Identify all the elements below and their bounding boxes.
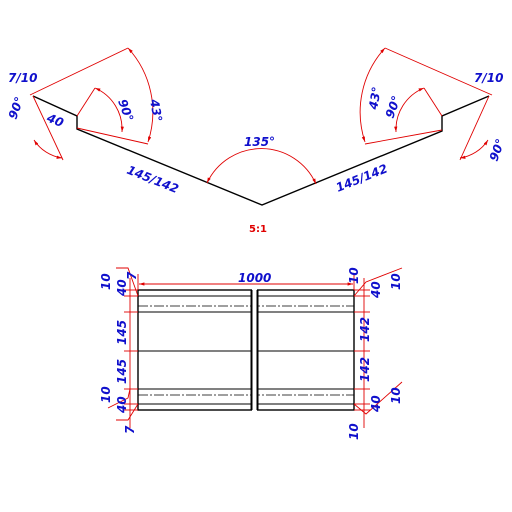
- right-fold-label: 90°: [487, 137, 508, 163]
- right-web-label: 145/142: [334, 161, 390, 194]
- right-hem-label: 7/10: [474, 71, 503, 85]
- plan-view: 1000 10 40 7 145 145 10 40 7 10 40 10: [99, 267, 403, 440]
- break-gap: [252, 289, 257, 411]
- right-bottom-hem: 10: [389, 387, 403, 404]
- right-fold-ext: [459, 95, 490, 161]
- right-bottom-leg: 40: [369, 395, 383, 413]
- right-inner-label: 90°: [383, 94, 404, 120]
- profile-outline: [32, 95, 490, 206]
- valley-angle-label: 135°: [244, 135, 275, 149]
- profile-view: 135° 43° 90° 90° 7/10 40 145/142 43° 90°…: [6, 47, 508, 235]
- right-tilt-label: 43°: [366, 86, 384, 112]
- left-bottom-offset: 7: [123, 425, 137, 434]
- left-inner-label: 90°: [115, 97, 136, 123]
- left-tilt-ext-1: [29, 47, 129, 96]
- right-fold-arc: [459, 139, 489, 159]
- left-fold-arc: [33, 139, 63, 159]
- scale-label: 5:1: [249, 224, 267, 235]
- left-top-hem: 10: [99, 273, 113, 290]
- left-bottom-leg: 40: [115, 396, 129, 414]
- left-web-upper: 145: [115, 320, 129, 345]
- left-fold-label: 90°: [6, 95, 27, 121]
- right-top-offset: 10: [347, 267, 361, 284]
- plan-outline: [137, 289, 355, 411]
- right-tilt-ext-2: [364, 129, 443, 145]
- left-inner-ext: [76, 87, 96, 117]
- right-web-lower: 142: [358, 357, 372, 382]
- left-tilt-arc: [127, 47, 154, 143]
- right-top-hem: 10: [389, 273, 403, 290]
- left-bottom-hem: 10: [99, 386, 113, 403]
- left-tilt-label: 43°: [147, 97, 165, 123]
- left-inner-arc: [94, 87, 124, 133]
- left-hem-label: 7/10: [8, 71, 37, 85]
- left-top-offset: 7: [125, 271, 139, 280]
- right-bottom-offset: 10: [347, 423, 361, 440]
- right-top-leg: 40: [369, 281, 383, 299]
- left-top-leg: 40: [115, 279, 129, 297]
- right-tilt-arc: [359, 47, 386, 143]
- valley-angle-arc: [206, 148, 317, 185]
- left-leg-label: 40: [44, 110, 66, 130]
- left-web-lower: 145: [115, 359, 129, 384]
- length-label: 1000: [238, 271, 271, 285]
- right-inner-arc: [394, 87, 425, 133]
- left-tilt-ext-2: [76, 127, 149, 145]
- right-web-upper: 142: [358, 317, 372, 342]
- right-tilt-ext-1: [384, 47, 493, 96]
- right-inner-ext: [423, 87, 443, 117]
